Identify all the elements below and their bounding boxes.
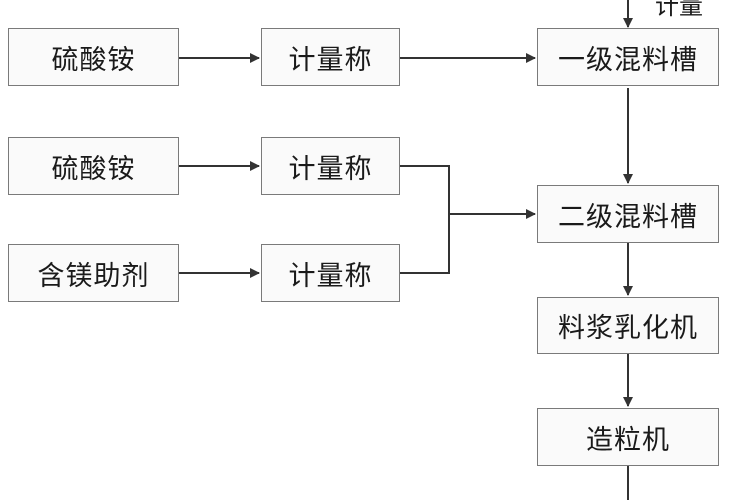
- granulator-box: 造粒机: [537, 408, 719, 466]
- primary-mixing-tank-box: 一级混料槽: [537, 28, 719, 86]
- scale-box-3: 计量称: [261, 244, 400, 302]
- scale-box-2: 计量称: [261, 137, 400, 195]
- secondary-mixing-tank-box: 二级混料槽: [537, 185, 719, 243]
- raw-material-box-1: 硫酸铵: [8, 28, 179, 86]
- top-input-label: 计量: [655, 0, 703, 20]
- scale-box-1: 计量称: [261, 28, 400, 86]
- raw-material-box-2: 硫酸铵: [8, 137, 179, 195]
- slurry-emulsifier-box: 料浆乳化机: [537, 297, 719, 354]
- merge-line-scale2: [400, 165, 450, 274]
- additive-box: 含镁助剂: [8, 244, 179, 302]
